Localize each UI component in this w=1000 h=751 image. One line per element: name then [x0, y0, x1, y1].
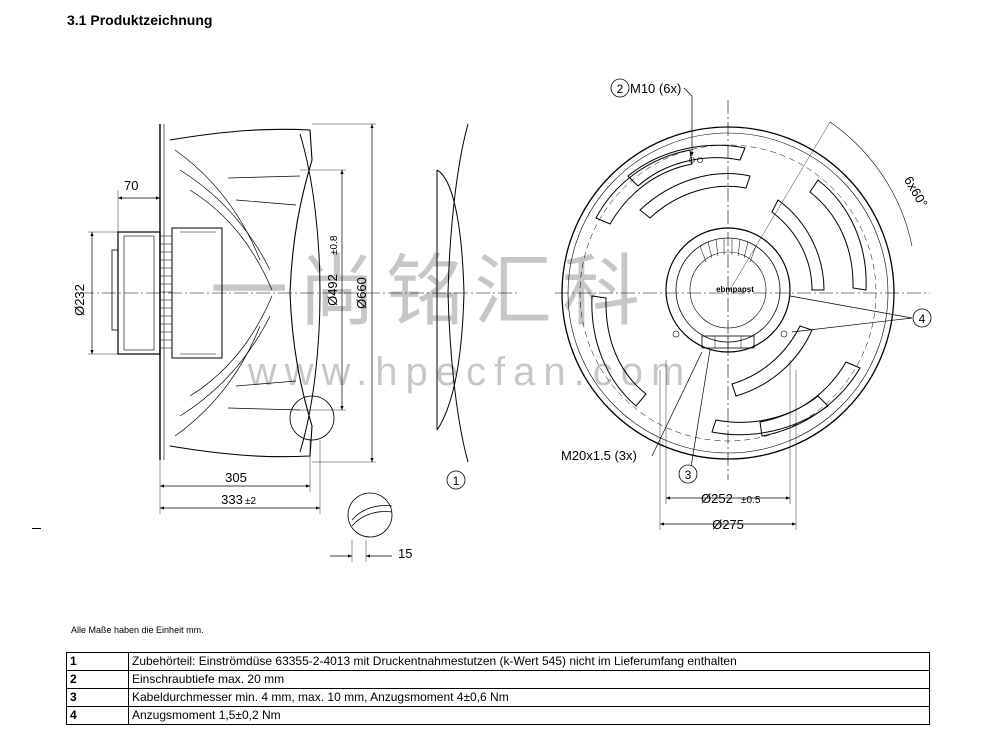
product-drawing: 70 Ø232 Ø492 ±0.8 Ø660 305 333 ±2 15 1 [72, 78, 932, 562]
callout-1: 1 [446, 470, 466, 490]
legend-text: Zubehörteil: Einströmdüse 63355-2-4013 m… [128, 652, 930, 671]
watermark-cn: 一尚铭汇科 [210, 247, 650, 335]
dim-492-tol: ±0.8 [329, 235, 340, 255]
dim-305: 305 [225, 470, 247, 485]
legend-number: 2 [66, 670, 129, 689]
legend-number: 1 [66, 652, 129, 671]
m10-label: M10 (6x) [630, 81, 681, 96]
dim-232: Ø232 [72, 284, 87, 316]
svg-text:2: 2 [617, 82, 624, 96]
svg-text:3: 3 [685, 468, 692, 482]
dim-333: 333 [221, 492, 243, 507]
dim-70: 70 [124, 178, 138, 193]
dim-252: Ø252 [701, 491, 733, 506]
brand-mark: ebmpapst [716, 285, 754, 294]
watermark-url: www.hpecfan.com [247, 350, 693, 394]
dim-275: Ø275 [712, 517, 744, 532]
legend-text: Kabeldurchmesser min. 4 mm, max. 10 mm, … [128, 688, 930, 707]
side-view-labels: 70 Ø232 Ø492 ±0.8 Ø660 305 333 ±2 15 [72, 178, 412, 561]
section-title: 3.1 Produktzeichnung [67, 12, 213, 28]
legend-number: 3 [66, 688, 129, 707]
callout-2: 2 [610, 78, 630, 98]
margin-mark [32, 528, 41, 529]
angle-label: 6x60° [901, 174, 931, 210]
watermark: 一尚铭汇科 www.hpecfan.com [210, 247, 693, 394]
side-view-dimensions [88, 123, 392, 562]
svg-text:4: 4 [919, 312, 926, 326]
legend-text: Anzugsmoment 1,5±0,2 Nm [128, 706, 930, 725]
dim-492: Ø492 [325, 274, 340, 306]
front-view [555, 100, 930, 480]
legend-text: Einschraubtiefe max. 20 mm [128, 670, 930, 689]
dim-15: 15 [398, 546, 412, 561]
callout-4: 4 [912, 308, 932, 328]
m20-label: M20x1.5 (3x) [561, 448, 637, 463]
dim-660: Ø660 [354, 277, 369, 309]
front-view-dimensions [651, 87, 913, 530]
dim-252-tol: ±0.5 [741, 495, 761, 506]
units-note: Alle Maße haben die Einheit mm. [71, 625, 204, 635]
side-view [80, 123, 520, 538]
dim-333-tol: ±2 [245, 496, 256, 507]
legend-number: 4 [66, 706, 129, 725]
svg-text:1: 1 [453, 474, 460, 488]
callout-3: 3 [678, 464, 698, 484]
